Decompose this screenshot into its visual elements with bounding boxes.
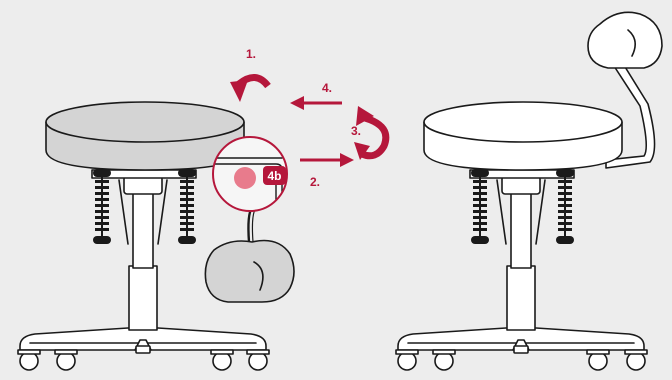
left-stool-base [19,327,267,354]
step-3-arrow [354,106,390,160]
right-stool-base [397,327,645,354]
left-stool-seat [45,101,245,171]
right-stool-casters [395,349,648,371]
right-stool-seat [423,101,623,171]
detached-backrest [204,206,295,303]
step-4-arrow [290,96,342,110]
right-stool-backrest-pad [587,11,663,69]
left-stool-spring-left [93,169,111,244]
step-3-label: 3. [351,124,361,138]
badge-label: 4b [267,169,281,183]
right-stool-column [496,175,546,331]
magnifier-detail: 4b [212,136,288,212]
step-2-label: 2. [310,175,320,189]
right-stool [395,11,663,371]
left-stool-casters [17,349,270,371]
step-4-label: 4. [322,81,332,95]
release-button-indicator [234,167,256,189]
step-1-arrow [230,74,271,102]
left-stool-column [118,175,168,331]
right-stool-spring-left [471,169,489,244]
step-1-label: 1. [246,47,256,61]
step-2-arrow [300,153,354,167]
left-stool-spring-right [178,169,196,244]
badge-box [263,166,286,185]
left-stool [17,101,270,371]
right-stool-spring-right [556,169,574,244]
